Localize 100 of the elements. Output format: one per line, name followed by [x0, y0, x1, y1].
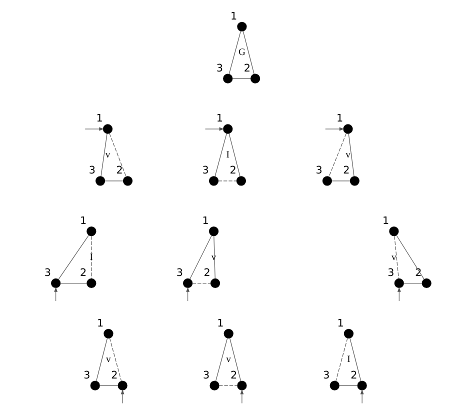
- node-circle: [182, 278, 192, 288]
- label: I: [346, 354, 350, 366]
- connector: [104, 180, 123, 182]
- node-label: 3: [387, 266, 394, 279]
- label: I: [226, 149, 229, 160]
- node-circle: [117, 380, 127, 390]
- node-label: 1: [382, 215, 389, 228]
- label: G: [238, 47, 245, 58]
- connector: [232, 78, 250, 79]
- node-circle: [349, 176, 359, 186]
- node-circle: [356, 380, 366, 390]
- connector: [214, 338, 228, 382]
- connector: [213, 236, 215, 279]
- connector: [108, 338, 122, 382]
- connector: [338, 385, 358, 386]
- node-circle: [250, 74, 260, 84]
- connector: [335, 338, 348, 382]
- connector: [228, 338, 241, 382]
- node-label: 1: [216, 112, 223, 125]
- node-label: 3: [176, 266, 182, 279]
- arrow: [396, 287, 400, 302]
- node-circle: [222, 124, 232, 134]
- connector: [330, 180, 350, 182]
- node-label: 3: [88, 164, 95, 177]
- connector: [189, 235, 212, 280]
- node-circle: [388, 226, 398, 236]
- connector: [192, 282, 210, 284]
- connector: [217, 180, 236, 182]
- connector: [402, 282, 422, 284]
- label: v: [391, 252, 396, 263]
- node-circle: [86, 278, 96, 288]
- node-label: 1: [336, 317, 344, 330]
- arrow: [360, 389, 364, 404]
- node-label: 3: [322, 369, 330, 382]
- node-label: 2: [116, 164, 122, 177]
- node-circle: [103, 328, 113, 338]
- node-circle: [236, 380, 246, 390]
- node-circle: [222, 74, 232, 84]
- node-circle: [208, 176, 218, 186]
- node-label: 3: [202, 164, 208, 177]
- node-circle: [95, 176, 105, 186]
- label: v: [345, 149, 350, 160]
- node-label: 2: [229, 164, 236, 177]
- arrow: [186, 287, 190, 302]
- node-circle: [86, 226, 96, 236]
- node-circle: [343, 328, 354, 338]
- node-circle: [102, 124, 112, 134]
- node-label: 2: [203, 266, 210, 279]
- node-label: 3: [315, 164, 322, 177]
- node-label: 1: [202, 215, 208, 228]
- node-circle: [236, 176, 246, 186]
- node-circle: [322, 176, 332, 186]
- arrow: [240, 389, 244, 404]
- connector: [218, 385, 238, 386]
- connector: [394, 236, 398, 279]
- node-label: 3: [216, 62, 223, 74]
- connector: [228, 30, 241, 74]
- node-label: 1: [79, 215, 86, 228]
- connector: [108, 133, 126, 177]
- node-label: 3: [202, 369, 210, 382]
- connector: [396, 235, 424, 280]
- node-label: 2: [342, 164, 350, 177]
- node-label: 2: [414, 266, 422, 279]
- label: I: [89, 252, 93, 263]
- node-label: 3: [83, 369, 90, 382]
- node-circle: [342, 124, 352, 134]
- node-circle: [209, 380, 219, 390]
- node-circle: [236, 22, 246, 32]
- arrow: [324, 127, 344, 131]
- label: v: [106, 354, 110, 366]
- node-circle: [210, 278, 220, 288]
- connector: [100, 133, 107, 177]
- connector: [58, 234, 89, 280]
- arrow: [54, 287, 58, 302]
- connector: [242, 30, 254, 74]
- node-label: 2: [230, 369, 237, 382]
- node-label: 1: [336, 112, 343, 125]
- connector: [95, 338, 108, 382]
- connector: [90, 236, 92, 279]
- arrow: [84, 127, 104, 131]
- node-label: 2: [110, 369, 118, 382]
- connector: [349, 338, 361, 382]
- label: v: [226, 354, 231, 366]
- node-circle: [208, 226, 218, 236]
- node-circle: [122, 176, 132, 186]
- node-label: 1: [230, 10, 237, 22]
- connector: [59, 282, 87, 284]
- node-label: 2: [350, 369, 357, 382]
- node-label: 3: [44, 266, 50, 279]
- connector: [328, 133, 346, 177]
- node-circle: [329, 380, 339, 390]
- connector: [348, 133, 354, 177]
- node-label: 1: [216, 317, 224, 330]
- connector: [228, 133, 240, 177]
- node-label: 2: [79, 266, 86, 279]
- node-circle: [223, 328, 233, 338]
- node-label: 1: [96, 112, 102, 125]
- node-label: 2: [243, 62, 250, 74]
- node-label: 1: [96, 317, 104, 330]
- connector: [214, 133, 226, 177]
